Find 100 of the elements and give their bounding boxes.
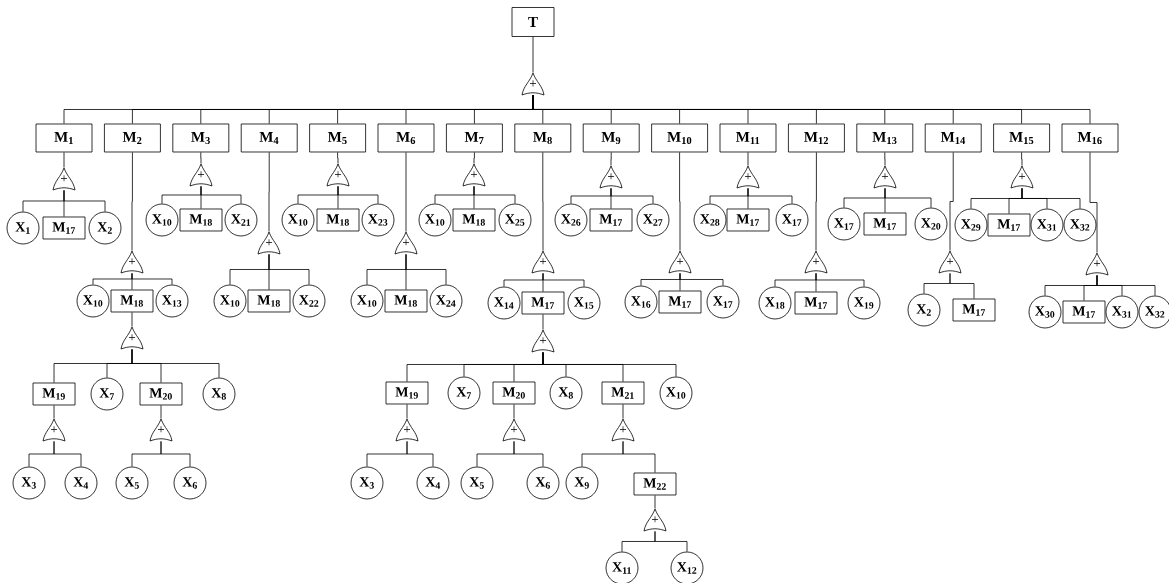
event-box: M$_{18}$ (179, 208, 223, 232)
connector-line (884, 152, 886, 166)
event-box: M$_{20}$ (139, 382, 183, 406)
event-box: M$_{14}$ (924, 123, 982, 153)
or-gate: + (120, 326, 144, 350)
connector-line (542, 352, 677, 377)
event-box: M$_{10}$ (651, 123, 708, 153)
event-box: M$_{16}$ (1061, 123, 1119, 153)
or-gate: + (326, 163, 350, 187)
or-gate: + (120, 250, 144, 274)
connector-line (622, 441, 656, 473)
event-box: M$_{19}$ (385, 381, 429, 405)
or-gate: + (502, 418, 526, 442)
connector-line (542, 314, 544, 330)
or-gate: + (643, 508, 667, 532)
event-box: M$_{4}$ (240, 123, 298, 153)
or-gate: + (1010, 165, 1034, 189)
connector-line (654, 495, 656, 509)
connector-line (63, 152, 65, 168)
connector-line (1089, 152, 1098, 253)
event-box: M$_{17}$ (589, 208, 633, 232)
or-gate: + (42, 418, 66, 442)
event-box: M$_{7}$ (446, 123, 503, 153)
connector-line (1021, 152, 1023, 166)
event-box: M$_{17}$ (1062, 300, 1106, 324)
or-gate: + (611, 418, 635, 442)
event-box: M$_{17}$ (987, 213, 1031, 237)
connector-line (513, 441, 544, 467)
connector-line (405, 152, 407, 232)
or-gate: + (736, 165, 760, 189)
event-box: M$_{18}$ (316, 208, 360, 232)
connector-line (747, 152, 749, 166)
or-gate: + (873, 165, 897, 189)
connector-line (513, 404, 515, 419)
connector-line (679, 273, 724, 286)
event-box: M$_{17}$ (521, 291, 565, 315)
connector-line (747, 188, 793, 204)
event-box: M$_{12}$ (788, 123, 845, 153)
event-box: M$_{8}$ (514, 123, 572, 153)
connector-line (200, 186, 242, 204)
connector-line (815, 273, 865, 287)
connector-line (679, 152, 681, 251)
event-box: M$_{11}$ (719, 123, 777, 153)
event-box: M$_{18}$ (247, 289, 291, 313)
or-gate: + (1085, 252, 1109, 276)
connector-line (53, 441, 82, 467)
connector-line (949, 152, 954, 251)
event-box: M$_{6}$ (377, 123, 435, 153)
event-box: M$_{18}$ (452, 208, 496, 232)
event-box: M$_{19}$ (32, 382, 76, 406)
connector-line (610, 152, 612, 166)
connector-line (654, 531, 688, 552)
connector-line (815, 152, 817, 251)
connector-line (160, 441, 191, 467)
or-gate: + (668, 250, 692, 274)
event-box: M$_{17}$ (726, 208, 770, 232)
connector-line (406, 404, 408, 419)
or-gate: + (394, 231, 418, 255)
top-event-box: T (511, 7, 555, 37)
or-gate: + (462, 163, 486, 187)
connector-line (610, 188, 654, 204)
connector-line (131, 273, 173, 285)
or-gate: + (257, 231, 281, 255)
or-gate: + (599, 165, 623, 189)
event-box: M$_{18}$ (384, 289, 428, 313)
or-gate: + (531, 329, 555, 353)
connector-line (200, 152, 202, 164)
connector-line (949, 273, 975, 299)
event-box: M$_{3}$ (172, 123, 230, 153)
or-gate: + (395, 418, 419, 442)
event-box: M$_{5}$ (309, 123, 366, 153)
connector-line (542, 152, 544, 251)
or-gate: + (804, 250, 828, 274)
event-box: M$_{21}$ (601, 381, 645, 405)
connector-line (473, 186, 516, 204)
or-gate: + (531, 250, 555, 274)
connector-line (532, 36, 534, 73)
event-box: M$_{9}$ (582, 123, 640, 153)
connector-line (1096, 275, 1156, 296)
event-box: M$_{17}$ (658, 290, 702, 314)
or-gate: + (189, 163, 213, 187)
connector-line (406, 441, 434, 467)
connector-line (63, 190, 106, 212)
event-box: M$_{17}$ (794, 291, 838, 315)
connector-line (131, 312, 133, 327)
connector-line (337, 152, 339, 164)
event-box: M$_{15}$ (993, 123, 1050, 153)
event-box: M$_{2}$ (104, 123, 161, 153)
connector-line (542, 273, 585, 287)
connector-line (622, 404, 624, 419)
event-box: M$_{1}$ (35, 123, 93, 153)
event-box: M$_{17}$ (952, 298, 996, 322)
or-gate: + (52, 167, 76, 191)
or-gate: + (938, 250, 962, 274)
connector-line (268, 152, 270, 232)
connector-line (1021, 188, 1081, 209)
or-gate: + (149, 418, 173, 442)
event-box: M$_{17}$ (863, 212, 907, 236)
event-box: M$_{18}$ (110, 289, 154, 313)
connector-line (473, 152, 475, 164)
